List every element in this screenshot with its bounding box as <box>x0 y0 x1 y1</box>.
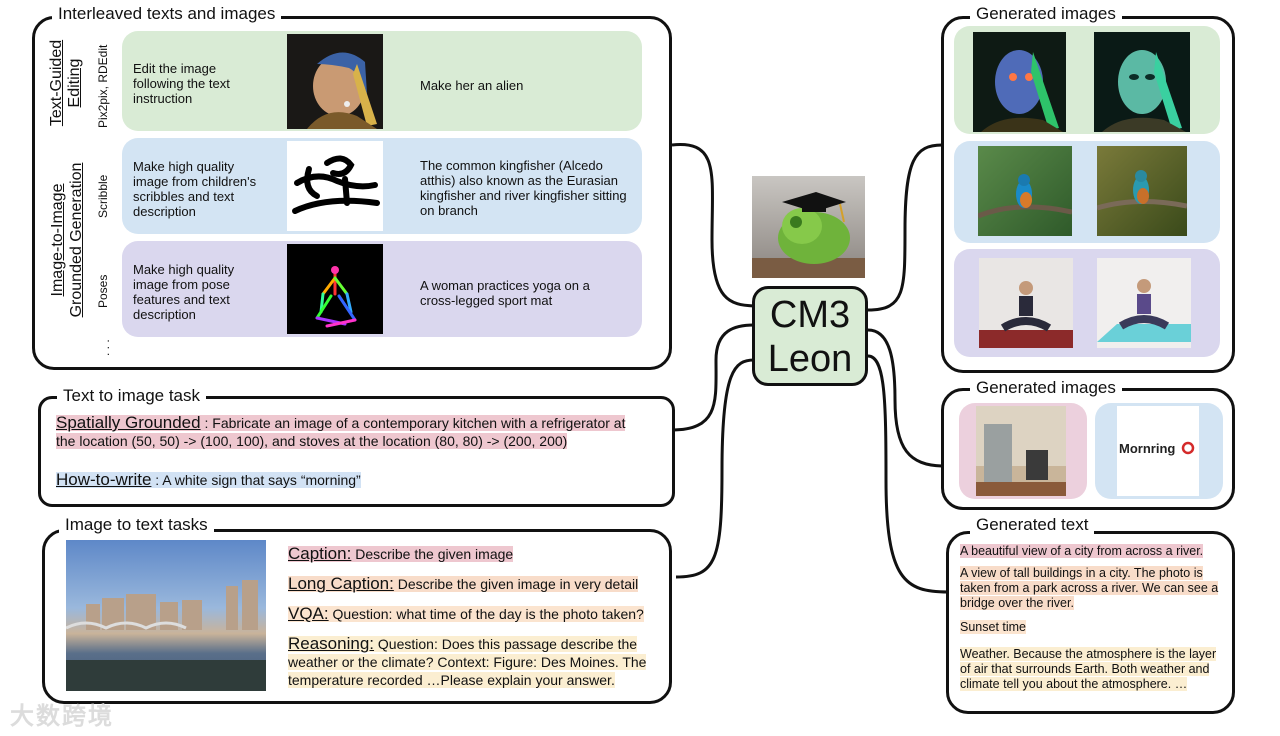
vqa-text: Question: what time of the day is the ph… <box>328 606 644 622</box>
more-dots: . . . <box>98 339 112 356</box>
edit-instruction: Edit the image following the text instru… <box>133 61 230 106</box>
kingfisher-image-1 <box>978 146 1072 236</box>
scribble-image <box>287 141 383 231</box>
how-to-write-task: How-to-write : A white sign that says “m… <box>56 471 361 489</box>
interleaved-title: Interleaved texts and images <box>52 4 282 24</box>
long-caption-label: Long Caption: <box>288 574 394 593</box>
cm3leon-model-box: CM3 Leon <box>752 286 868 386</box>
long-caption-text: Describe the given image in very detail <box>393 576 639 592</box>
watermark-text: 大数跨境 <box>10 703 114 730</box>
scribble-instruction: Make high quality image from children's … <box>133 159 257 219</box>
pose-prompt: A woman practices yoga on a cross-legged… <box>420 278 590 308</box>
scribble-label: Scribble <box>96 174 110 218</box>
caption-label: Caption: <box>288 544 352 563</box>
sign-text: Mornring <box>1119 441 1176 456</box>
vqa-label: VQA: <box>288 604 329 623</box>
watermark: 大数跨境 <box>10 696 114 731</box>
model-name-line2: Leon <box>767 338 853 380</box>
spatially-grounded-text: : Fabricate an image of a contemporary k… <box>56 415 626 449</box>
girl-pearl-earring-image <box>287 34 383 129</box>
text-guided-editing-label: Text-Guided Editing <box>48 39 83 127</box>
text-to-image-title: Text to image task <box>57 386 207 406</box>
how-to-write-text: : A white sign that says “morning” <box>151 472 361 488</box>
pose-instruction: Make high quality image from pose featur… <box>133 262 235 322</box>
text-to-image-panel <box>38 396 675 507</box>
reasoning-label: Reasoning: <box>288 634 375 653</box>
caption-task: Caption: Describe the given image <box>288 544 514 563</box>
yoga-image-1 <box>979 258 1073 348</box>
kitchen-image <box>976 406 1066 496</box>
long-caption-task: Long Caption: Describe the given image i… <box>288 574 639 593</box>
morning-sign-image: Mornring <box>1117 406 1199 496</box>
reasoning-task: Reasoning: Question: Does this passage d… <box>288 635 660 689</box>
spatially-grounded-label: Spatially Grounded <box>56 413 201 432</box>
model-name-line1: CM3 <box>769 294 851 336</box>
generated-images-title-2: Generated images <box>970 378 1122 398</box>
alien-image-2 <box>1094 32 1190 132</box>
city-river-image <box>66 540 266 691</box>
generated-caption: A beautiful view of a city from across a… <box>960 544 1204 558</box>
image-to-image-label: Image-to-Image Grounded Generation <box>49 162 85 318</box>
reasoning-text: Question: Does this passage describe the… <box>288 636 647 688</box>
generated-images-title-1: Generated images <box>970 4 1122 24</box>
pose-skeleton-image <box>287 244 383 334</box>
generated-vqa-answer: Sunset time <box>960 620 1027 634</box>
yoga-image-2 <box>1097 258 1191 348</box>
scribble-prompt: The common kingfisher (Alcedo atthis) al… <box>420 158 627 218</box>
chameleon-graduate-image <box>752 176 865 278</box>
image-to-text-title: Image to text tasks <box>59 515 214 535</box>
alien-image-1 <box>973 32 1066 132</box>
spatially-grounded-task: Spatially Grounded : Fabricate an image … <box>56 414 646 450</box>
edit-prompt: Make her an alien <box>420 78 524 93</box>
vqa-task: VQA: Question: what time of the day is t… <box>288 605 644 623</box>
poses-label: Poses <box>96 274 110 308</box>
caption-text: Describe the given image <box>351 546 514 562</box>
generated-reasoning-answer: Weather. Because the atmosphere is the l… <box>960 647 1217 691</box>
kingfisher-image-2 <box>1097 146 1187 236</box>
pix2pix-label: Pix2pix, RDEdit <box>96 44 110 128</box>
generated-long-caption: A view of tall buildings in a city. The … <box>960 566 1219 610</box>
generated-text-title: Generated text <box>970 515 1095 535</box>
how-to-write-label: How-to-write <box>56 470 152 489</box>
